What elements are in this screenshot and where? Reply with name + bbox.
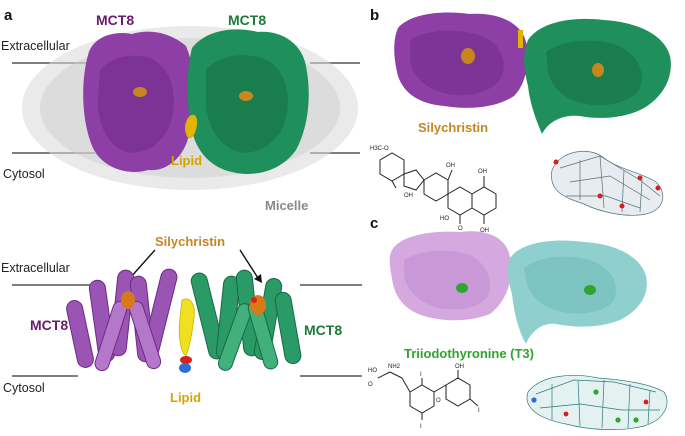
label-mct8-purple-top: MCT8 bbox=[96, 12, 134, 28]
t3-mesh bbox=[526, 375, 668, 430]
silychristin-density-left bbox=[133, 87, 147, 97]
mol-o-c2: O bbox=[436, 398, 441, 404]
mol-o-b: O bbox=[458, 226, 463, 232]
label-mct8-green-top: MCT8 bbox=[228, 12, 266, 28]
mol-oh-b4: OH bbox=[480, 228, 489, 234]
lipid-density bbox=[185, 114, 198, 139]
panel-a-top-density bbox=[12, 26, 360, 190]
t3-density-left bbox=[456, 283, 468, 293]
mol-i-c2: I bbox=[420, 424, 422, 430]
mct8-cyan-density-shade bbox=[524, 256, 616, 314]
mol-ho-b: HO bbox=[440, 216, 449, 222]
t3-density-right bbox=[584, 285, 596, 295]
silychristin-mesh-atoms bbox=[553, 159, 661, 209]
t3-mesh-atoms bbox=[531, 389, 649, 423]
mol-oh-b2: OH bbox=[478, 169, 487, 175]
label-mct8-green-bottom: MCT8 bbox=[304, 322, 342, 338]
panel-b-density bbox=[394, 12, 671, 135]
mol-oh-c: OH bbox=[455, 364, 464, 370]
label-extracellular-top: Extracellular bbox=[1, 39, 70, 53]
mol-nh2-c: NH2 bbox=[388, 364, 401, 370]
label-silychristin-bottom: Silychristin bbox=[155, 234, 225, 249]
label-mct8-purple-bottom: MCT8 bbox=[30, 317, 68, 333]
panel-label-b: b bbox=[370, 7, 379, 24]
t3-structure bbox=[377, 370, 479, 420]
lipid-density-b bbox=[518, 30, 523, 48]
silychristin-ligand-left bbox=[121, 291, 135, 309]
arrowhead-right bbox=[254, 274, 262, 283]
mct8-purple-density-b-shade bbox=[410, 30, 504, 96]
silychristin-density-b-right bbox=[592, 63, 604, 77]
lipid-headgroup-blue bbox=[179, 363, 191, 373]
label-silychristin-b: Silychristin bbox=[418, 120, 488, 135]
panel-a-bottom-model bbox=[12, 249, 362, 377]
arrow-silychristin-right bbox=[239, 249, 259, 279]
mct8-lilac-density-shade bbox=[404, 250, 490, 310]
label-cytosol-bottom: Cytosol bbox=[3, 381, 45, 395]
mol-oh-b3: OH bbox=[404, 193, 413, 199]
mol-o-c1: O bbox=[368, 382, 373, 388]
label-micelle: Micelle bbox=[265, 198, 308, 213]
panel-label-a: a bbox=[4, 7, 13, 24]
lipid-headgroup-red bbox=[180, 356, 192, 364]
label-cytosol-top: Cytosol bbox=[3, 167, 45, 181]
silychristin-density-right bbox=[239, 91, 253, 101]
label-lipid-top: Lipid bbox=[171, 153, 202, 168]
mct8-purple-density-shade bbox=[97, 55, 174, 153]
silychristin-mesh bbox=[551, 150, 664, 216]
mol-methoxy: H3C-O bbox=[370, 146, 389, 152]
label-t3: Triiodothyronine (T3) bbox=[404, 346, 534, 361]
silychristin-structure bbox=[379, 152, 497, 224]
panel-label-c: c bbox=[370, 215, 378, 232]
panel-c-density bbox=[389, 231, 647, 344]
silychristin-density-b-left bbox=[461, 48, 475, 64]
mol-oh-b1: OH bbox=[446, 163, 455, 169]
mol-i-c1: I bbox=[420, 372, 422, 378]
mct8-green-density-shade bbox=[206, 55, 288, 153]
mct8-green-helices bbox=[190, 269, 302, 371]
mol-ho-c: HO bbox=[368, 368, 377, 374]
lipid-ligand bbox=[178, 298, 195, 357]
mol-i-c3: I bbox=[478, 408, 480, 414]
silychristin-oxygen-right bbox=[251, 297, 257, 303]
label-lipid-bottom: Lipid bbox=[170, 390, 201, 405]
label-extracellular-bottom: Extracellular bbox=[1, 261, 70, 275]
mct8-purple-helices bbox=[66, 268, 178, 372]
arrow-silychristin-left bbox=[129, 249, 156, 279]
